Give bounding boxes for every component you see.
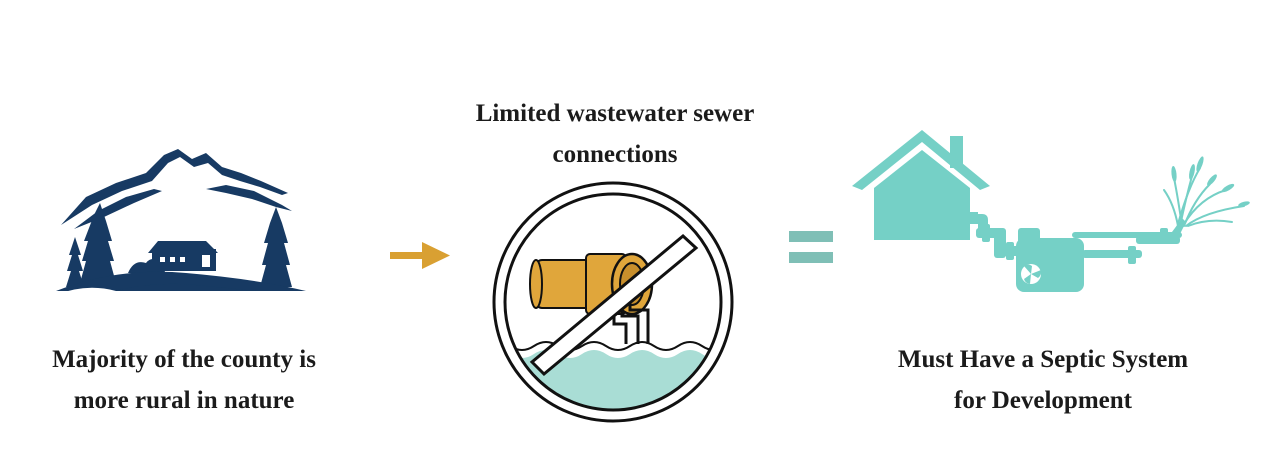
septic-caption-line-1: Must Have a Septic System: [897, 346, 1189, 373]
sewer-caption-line-2: connections: [552, 141, 678, 168]
mountain-house-trees-icon: [56, 149, 306, 295]
septic-caption: Must Have a Septic System for Developmen…: [858, 339, 1228, 421]
rural-caption: Majority of the county is more rural in …: [14, 339, 354, 421]
sewer-caption: Limited wastewater sewer connections: [430, 93, 800, 175]
septic-caption-line-2: for Development: [954, 387, 1132, 414]
no-sewer-pipe-icon: [492, 181, 734, 423]
right-arrow-icon: [390, 242, 450, 269]
rural-caption-line-2: more rural in nature: [73, 387, 295, 414]
rural-caption-line-1: Majority of the county is: [52, 346, 316, 373]
sewer-caption-line-1: Limited wastewater sewer: [475, 100, 755, 127]
equals-icon: [789, 231, 833, 263]
house-septic-system-icon: [852, 130, 1250, 292]
